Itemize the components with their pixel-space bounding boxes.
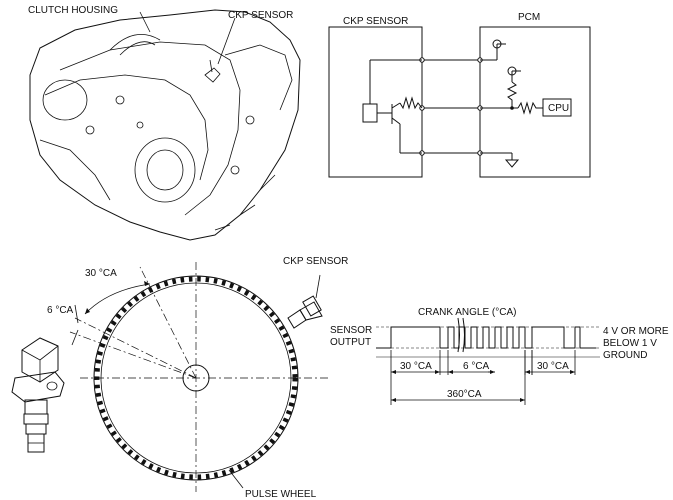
pulse-wheel-label: PULSE WHEEL — [245, 489, 317, 500]
angle-line-b — [74, 317, 197, 379]
ckp-sensor-top-label: CKP SENSOR — [228, 10, 293, 21]
pcm-label: PCM — [518, 12, 540, 23]
dim-30-right-label: 30 °CA — [537, 361, 569, 372]
angle-arc-30 — [84, 283, 151, 315]
crank-angle-label: CRANK ANGLE (°CA) — [418, 307, 516, 318]
cpu-label: CPU — [548, 103, 569, 114]
ckp-sensor-wheel-label: CKP SENSOR — [283, 256, 348, 267]
ckp-sensor-box — [328, 26, 423, 178]
sensor-output-label-1: SENSOR — [330, 325, 372, 336]
transmission-illustration — [29, 9, 301, 241]
dim-30-left-label: 30 °CA — [400, 361, 432, 372]
pulse-wheel — [69, 262, 330, 492]
angle-line-c — [69, 331, 197, 379]
waveform-line — [376, 326, 596, 349]
pcm-box — [479, 26, 591, 178]
ckp-sensor-part-illustration — [11, 337, 65, 453]
angle-30-label: 30 °CA — [85, 268, 117, 279]
ckp-sensor-on-wheel — [287, 274, 323, 329]
sensor-output-label-2: OUTPUT — [330, 337, 371, 348]
ground-label: GROUND — [603, 350, 647, 361]
sensor-output-waveform — [376, 317, 600, 405]
circuit-diagram — [328, 26, 591, 178]
dim-6-label: 6 °CA — [463, 361, 490, 372]
angle-line-a — [139, 266, 197, 379]
break-mark — [457, 317, 465, 353]
clutch-housing-label: CLUTCH HOUSING — [28, 5, 118, 16]
pulse-wheel-leader — [228, 469, 244, 489]
volt-high-label: 4 V OR MORE — [603, 326, 669, 337]
volt-low-label: BELOW 1 V — [603, 338, 657, 349]
angle-6-label: 6 °CA — [47, 305, 74, 316]
ckp-sensor-box-label: CKP SENSOR — [343, 16, 408, 27]
dim-360-label: 360°CA — [447, 389, 482, 400]
pulse-wheel-outer — [93, 275, 299, 481]
